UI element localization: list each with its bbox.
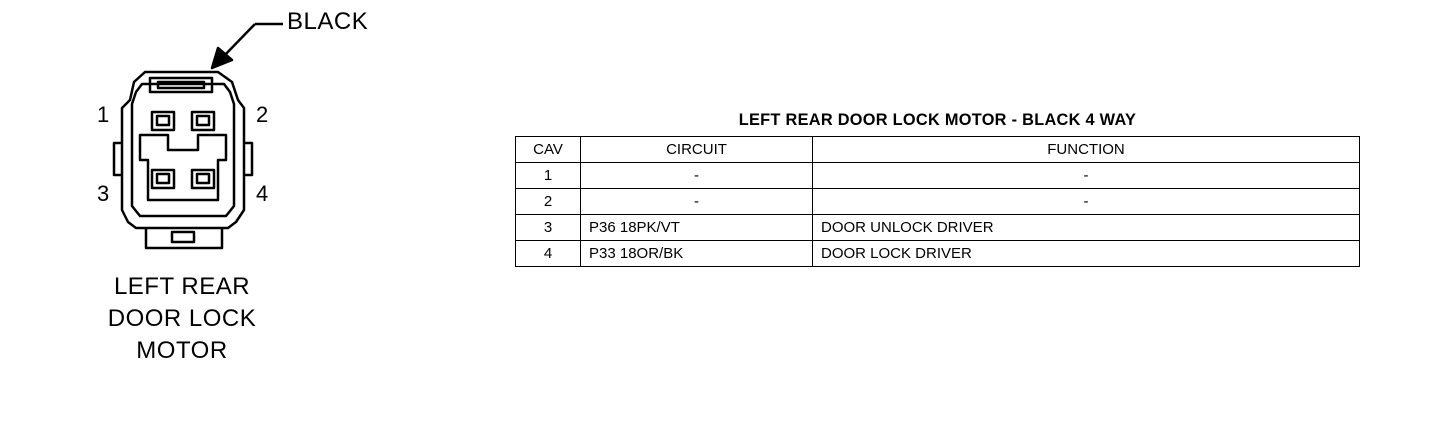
cell-circuit: P33 18OR/BK	[580, 240, 813, 267]
inner-housing-outline	[130, 82, 236, 218]
left-side-latch	[112, 141, 122, 177]
cavity-1	[150, 110, 176, 132]
top-lock-bar-inner	[156, 80, 206, 90]
cell-cav: 4	[515, 240, 581, 267]
callout-arrowhead	[210, 46, 234, 70]
cell-cav: 1	[515, 162, 581, 189]
right-side-latch	[244, 141, 254, 177]
cavity-2	[190, 110, 216, 132]
cell-function: DOOR LOCK DRIVER	[812, 240, 1360, 267]
table-row: 3 P36 18PK/VT DOOR UNLOCK DRIVER	[515, 214, 1360, 241]
cell-function: DOOR UNLOCK DRIVER	[812, 214, 1360, 241]
caption-line: MOTOR	[136, 337, 228, 364]
cell-cav: 2	[515, 188, 581, 215]
connector-color-label: BLACK	[287, 8, 369, 35]
cell-function: -	[812, 188, 1360, 215]
table-row: 1 - -	[515, 162, 1360, 189]
cell-function: -	[812, 162, 1360, 189]
pin-label-1: 1	[97, 102, 110, 127]
table-header-row: CAV CIRCUIT FUNCTION	[515, 136, 1360, 163]
cavity-4	[190, 168, 216, 190]
cell-circuit: P36 18PK/VT	[580, 214, 813, 241]
cell-cav: 3	[515, 214, 581, 241]
header-circuit: CIRCUIT	[580, 136, 813, 163]
cavity-3	[150, 168, 176, 190]
header-cav: CAV	[515, 136, 581, 163]
cavity-3-terminal	[155, 172, 171, 185]
pin-label-3: 3	[97, 181, 110, 206]
cavity-4-terminal	[195, 172, 211, 185]
bottom-tab-slot	[170, 230, 196, 244]
caption-line: DOOR LOCK	[107, 305, 257, 332]
pinout-table: CAV CIRCUIT FUNCTION 1 - - 2 - - 3 P36 1…	[515, 136, 1360, 267]
cavity-partition	[138, 133, 228, 202]
connector-caption: LEFT REAR DOOR LOCK MOTOR	[60, 271, 304, 367]
table-title: LEFT REAR DOOR LOCK MOTOR - BLACK 4 WAY	[738, 110, 1137, 129]
cavity-1-terminal	[155, 114, 171, 127]
caption-line: LEFT REAR	[113, 273, 251, 300]
bottom-tab	[144, 228, 224, 250]
table-row: 4 P33 18OR/BK DOOR LOCK DRIVER	[515, 240, 1360, 267]
header-function: FUNCTION	[812, 136, 1360, 163]
connector-housing-outline	[120, 70, 246, 230]
cavity-2-terminal	[195, 114, 211, 127]
pin-label-4: 4	[256, 181, 269, 206]
pin-label-2: 2	[256, 102, 269, 127]
connector-face-diagram	[112, 22, 283, 250]
cell-circuit: -	[580, 162, 813, 189]
cell-circuit: -	[580, 188, 813, 215]
top-lock-bar	[148, 76, 214, 94]
callout-arrow-shaft	[221, 23, 256, 59]
table-row: 2 - -	[515, 188, 1360, 215]
